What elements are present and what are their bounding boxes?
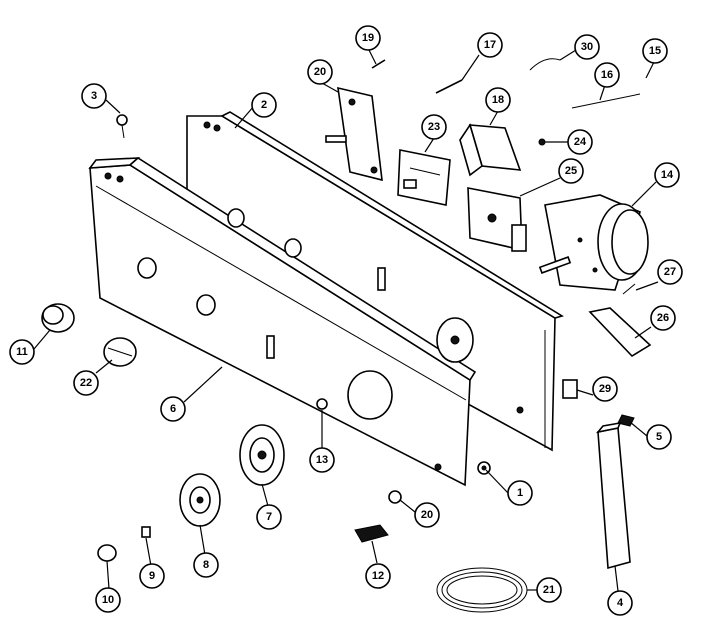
svg-text:26: 26 bbox=[657, 312, 669, 324]
screw-19 bbox=[371, 59, 386, 69]
svg-text:12: 12 bbox=[372, 570, 384, 582]
svg-text:15: 15 bbox=[649, 45, 661, 57]
svg-text:30: 30 bbox=[581, 41, 593, 53]
svg-text:8: 8 bbox=[203, 559, 209, 571]
callout-9: 9 bbox=[139, 563, 165, 589]
callout-8: 8 bbox=[193, 552, 219, 578]
callout-1: 1 bbox=[507, 480, 533, 506]
callout-15: 15 bbox=[642, 38, 668, 64]
callout-30: 30 bbox=[574, 34, 600, 60]
screw-3 bbox=[116, 114, 128, 139]
callout-23: 23 bbox=[421, 114, 447, 140]
svg-text:27: 27 bbox=[664, 266, 676, 278]
callout-17: 17 bbox=[477, 32, 503, 58]
callout-7: 7 bbox=[256, 504, 282, 530]
console-panel bbox=[88, 157, 477, 487]
callout-13: 13 bbox=[309, 447, 335, 473]
callout-12: 12 bbox=[365, 563, 391, 589]
svg-text:9: 9 bbox=[149, 570, 155, 582]
screw-17 bbox=[435, 79, 463, 94]
callout-2: 2 bbox=[251, 92, 277, 118]
timer-motor bbox=[538, 194, 649, 291]
callout-18: 18 bbox=[485, 87, 511, 113]
callout-25: 25 bbox=[558, 158, 584, 184]
screw-13 bbox=[316, 398, 328, 410]
part-25 bbox=[467, 187, 527, 252]
svg-text:19: 19 bbox=[362, 32, 374, 44]
svg-text:7: 7 bbox=[266, 511, 272, 523]
svg-text:21: 21 bbox=[543, 584, 555, 596]
svg-text:4: 4 bbox=[617, 597, 624, 609]
leg-bracket bbox=[595, 421, 631, 570]
part-27 bbox=[622, 283, 636, 295]
panel-disc bbox=[436, 317, 474, 363]
callout-10: 10 bbox=[95, 587, 121, 613]
svg-text:20: 20 bbox=[421, 509, 433, 521]
board-26 bbox=[588, 307, 652, 358]
part-18 bbox=[459, 123, 522, 177]
callout-11: 11 bbox=[9, 339, 35, 365]
leader-lines bbox=[33, 47, 659, 592]
rod-16 bbox=[571, 93, 641, 109]
svg-text:6: 6 bbox=[170, 403, 176, 415]
small-part-12 bbox=[354, 524, 389, 543]
callout-16: 16 bbox=[594, 62, 620, 88]
svg-text:18: 18 bbox=[492, 94, 504, 106]
part-30 bbox=[529, 58, 561, 71]
knob-22 bbox=[103, 337, 137, 367]
svg-text:17: 17 bbox=[484, 39, 496, 51]
callout-26: 26 bbox=[650, 305, 676, 331]
part-5 bbox=[617, 414, 635, 427]
svg-text:2: 2 bbox=[261, 99, 267, 111]
callout-6: 6 bbox=[160, 396, 186, 422]
small-part-9 bbox=[141, 526, 151, 538]
svg-text:11: 11 bbox=[16, 346, 28, 358]
small-part-10 bbox=[97, 544, 117, 562]
svg-text:22: 22 bbox=[80, 377, 92, 389]
svg-text:20: 20 bbox=[314, 66, 326, 78]
callout-21: 21 bbox=[536, 577, 562, 603]
timer-bracket bbox=[325, 86, 383, 182]
svg-text:10: 10 bbox=[102, 594, 114, 606]
callout-24: 24 bbox=[567, 129, 593, 155]
svg-text:14: 14 bbox=[661, 169, 674, 181]
part-24 bbox=[538, 138, 546, 146]
svg-text:29: 29 bbox=[599, 383, 611, 395]
callout-22: 22 bbox=[73, 370, 99, 396]
dial-7 bbox=[239, 424, 285, 486]
svg-text:3: 3 bbox=[91, 90, 97, 102]
wire-harness bbox=[436, 567, 528, 613]
part-29 bbox=[562, 379, 578, 399]
callout-19: 19 bbox=[355, 25, 381, 51]
callout-20-small: 20 bbox=[414, 502, 440, 528]
callout-5: 5 bbox=[646, 424, 672, 450]
knob-11 bbox=[41, 303, 75, 333]
switch-23 bbox=[397, 149, 451, 206]
callout-20-bracket: 20 bbox=[307, 59, 333, 85]
svg-text:13: 13 bbox=[316, 454, 328, 466]
dial-8 bbox=[179, 473, 221, 527]
svg-text:23: 23 bbox=[428, 121, 440, 133]
callout-29: 29 bbox=[592, 376, 618, 402]
callout-3: 3 bbox=[81, 83, 107, 109]
small-part-20 bbox=[388, 490, 402, 504]
callout-4: 4 bbox=[607, 590, 633, 616]
svg-text:16: 16 bbox=[601, 69, 613, 81]
callout-14: 14 bbox=[654, 162, 680, 188]
callout-27: 27 bbox=[657, 259, 683, 285]
svg-text:5: 5 bbox=[656, 431, 662, 443]
svg-text:24: 24 bbox=[574, 136, 587, 148]
svg-text:1: 1 bbox=[517, 487, 523, 499]
svg-text:25: 25 bbox=[565, 165, 577, 177]
